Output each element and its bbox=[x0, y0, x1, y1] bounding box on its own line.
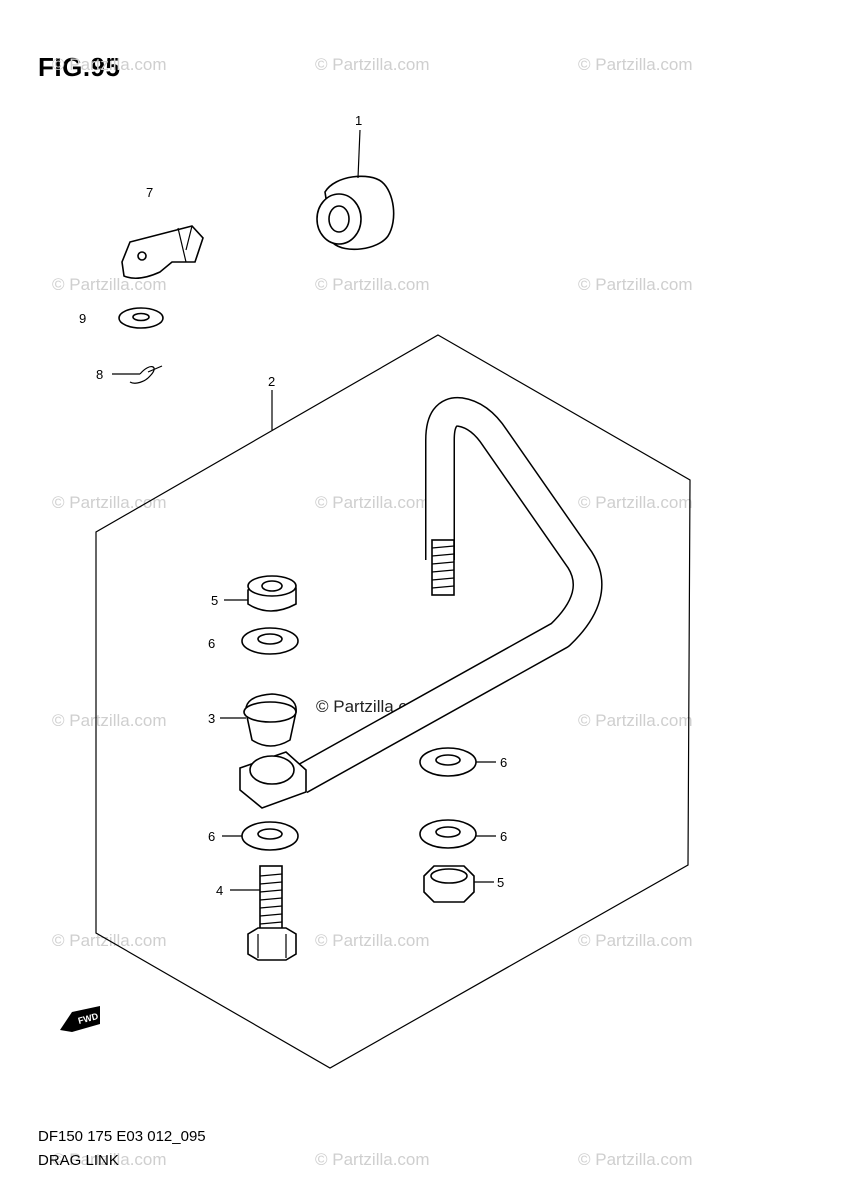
part-7-bracket bbox=[121, 225, 204, 280]
part-5-collar-upper bbox=[224, 575, 297, 612]
assembly-boundary bbox=[95, 334, 691, 1069]
watermark: © Partzilla.com bbox=[578, 711, 693, 730]
watermark: © Partzilla.com bbox=[578, 493, 693, 512]
watermark: © Partzilla.com bbox=[315, 275, 430, 294]
diagram-footer: DF150 175 E03 012_095 DRAG LINK bbox=[38, 1125, 206, 1173]
watermark: © Partzilla.com bbox=[52, 55, 167, 74]
watermark: © Partzilla.com bbox=[578, 931, 693, 950]
part-6-washer-3 bbox=[222, 821, 299, 851]
thread-lines bbox=[431, 545, 455, 589]
watermark: © Partzilla.com bbox=[578, 55, 693, 74]
model-code: DF150 175 E03 012_095 bbox=[38, 1128, 206, 1145]
part-2-drag-link bbox=[239, 390, 603, 809]
watermark: © Partzilla.com bbox=[315, 1150, 430, 1169]
part-1-bushing bbox=[316, 129, 395, 251]
watermark: © Partzilla.com bbox=[52, 493, 167, 512]
assembly-name: DRAG LINK bbox=[38, 1152, 119, 1169]
part-6-washer-4 bbox=[419, 819, 496, 849]
callout-layer: 1 7 9 8 2 5 6 3 6 6 6 5 4 bbox=[79, 113, 507, 898]
part-5-hex-nut bbox=[423, 865, 494, 903]
part-6-washer-1 bbox=[241, 627, 299, 655]
callout-9: 9 bbox=[79, 311, 86, 326]
figure-title: FIG.95 bbox=[38, 52, 121, 82]
callout-3: 3 bbox=[208, 711, 215, 726]
callout-1: 1 bbox=[355, 113, 362, 128]
watermark: © Partzilla.com bbox=[315, 931, 430, 950]
watermark: © Partzilla.com bbox=[52, 711, 167, 730]
part-9-washer bbox=[118, 307, 164, 329]
fwd-arrow-icon: FWD bbox=[60, 1006, 100, 1032]
callout-5: 5 bbox=[211, 593, 218, 608]
callout-7: 7 bbox=[146, 185, 153, 200]
part-4-bolt bbox=[230, 865, 297, 961]
callout-8: 8 bbox=[96, 367, 103, 382]
callout-5: 5 bbox=[497, 875, 504, 890]
watermark: © Partzilla.com bbox=[52, 275, 167, 294]
callout-4: 4 bbox=[216, 883, 223, 898]
watermark-layer: © Partzilla.com © Partzilla.com © Partzi… bbox=[52, 55, 693, 1169]
watermark: © Partzilla.com bbox=[578, 275, 693, 294]
callout-6: 6 bbox=[208, 829, 215, 844]
part-8-pin bbox=[112, 365, 163, 384]
watermark: © Partzilla.com bbox=[52, 1150, 167, 1169]
callout-6: 6 bbox=[500, 755, 507, 770]
bolt-thread-lines bbox=[259, 873, 283, 925]
callout-6: 6 bbox=[500, 829, 507, 844]
watermark: © Partzilla.com bbox=[578, 1150, 693, 1169]
watermark: © Partzilla.com bbox=[315, 55, 430, 74]
callout-2: 2 bbox=[268, 374, 275, 389]
watermark: © Partzilla.com bbox=[315, 493, 430, 512]
part-6-washer-2 bbox=[419, 747, 496, 777]
part-3-bushing bbox=[220, 693, 297, 747]
callout-6: 6 bbox=[208, 636, 215, 651]
